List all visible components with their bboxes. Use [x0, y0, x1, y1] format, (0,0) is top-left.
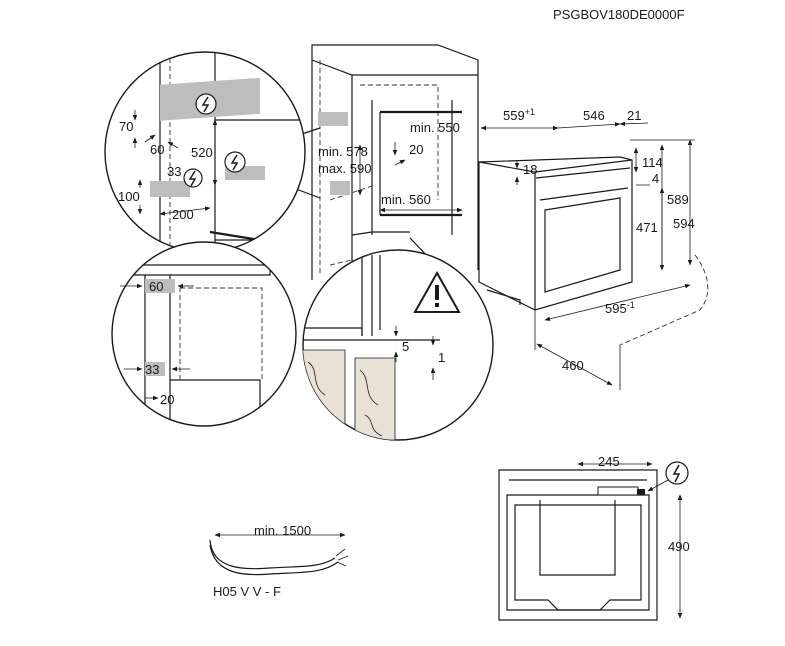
dim-520: 520 [191, 145, 213, 160]
dim-471: 471 [636, 220, 658, 235]
dim-60-detail: 60 [150, 142, 164, 157]
dim-1: 1 [438, 350, 445, 365]
power-cable-drawing [209, 539, 349, 576]
dim-21: 21 [627, 108, 641, 123]
cable-type: H05 V V - F [213, 584, 281, 599]
dim-33-side: 33 [145, 362, 159, 377]
electric-hazard-icon-2 [224, 151, 246, 173]
dim-70: 70 [119, 119, 133, 134]
dim-max590: max. 590 [318, 161, 371, 176]
electric-hazard-icon-1 [195, 93, 217, 115]
dim-18: 18 [523, 162, 537, 177]
electric-hazard-icon-3 [183, 168, 203, 188]
dim-200: 200 [172, 207, 194, 222]
dim-20-cabinet: 20 [409, 142, 423, 157]
dim-min560: min. 560 [381, 192, 431, 207]
dim-589: 589 [667, 192, 689, 207]
dim-min1500: min. 1500 [254, 523, 311, 538]
dim-5: 5 [402, 339, 409, 354]
model-code: PSGBOV180DE0000F [553, 7, 685, 22]
dim-33-top: 33 [167, 164, 181, 179]
warning-triangle-icon [413, 270, 461, 313]
cabinet-drawing [311, 44, 479, 285]
electric-hazard-icon-rear [665, 461, 689, 485]
dim-4: 4 [652, 171, 659, 186]
dim-559: 559+1 [503, 107, 535, 123]
oven-drawing [478, 156, 633, 311]
dim-460: 460 [562, 358, 584, 373]
dim-min550: min. 550 [410, 120, 460, 135]
dim-60-side: 60 [149, 279, 163, 294]
dim-100: 100 [118, 189, 140, 204]
dim-595: 595-1 [605, 300, 635, 316]
dim-490: 490 [668, 539, 690, 554]
rear-view-drawing [498, 469, 658, 621]
dim-114: 114 [642, 155, 663, 170]
dim-min578: min. 578 [318, 144, 368, 159]
dim-594: 594 [673, 216, 695, 231]
dim-20-side: 20 [160, 392, 174, 407]
detail-circle-side [111, 241, 297, 427]
dim-245: 245 [598, 454, 620, 469]
dim-546: 546 [583, 108, 605, 123]
